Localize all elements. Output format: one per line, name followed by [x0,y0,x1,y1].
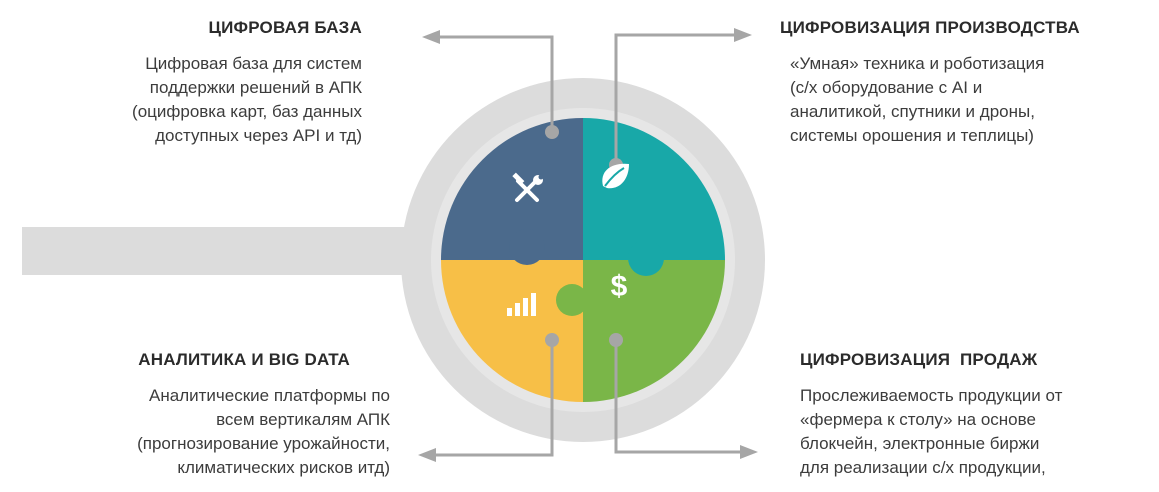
description-line: (прогнозирование урожайности, [137,434,390,453]
description-line: климатических рисков итд) [177,458,390,477]
section-title: ЦИФРОВИЗАЦИЯ ПРОДАЖ [800,350,1038,369]
description-line: Цифровая база для систем [145,54,362,73]
section-title: ЦИФРОВИЗАЦИЯ ПРОИЗВОДСТВА [780,18,1080,37]
leaf-icon [602,163,629,189]
description-line: для реализации с/х продукции, [800,458,1046,477]
quadrant-bottom-right [583,260,725,402]
description-line: (оцифровка карт, баз данных [132,102,362,121]
description-line: поддержки решений в АПК [149,78,362,97]
description-line: «Умная» техника и роботизация [790,54,1045,73]
puzzle-knob-right [628,240,664,276]
description-line: системы орошения и теплицы) [790,126,1034,145]
connector-bottom-left [418,333,559,462]
quadrant-top-left [441,118,583,260]
dollar-icon: $ [611,270,628,303]
description-line: блокчейн, электронные биржи [800,434,1040,453]
section-title: ЦИФРОВАЯ БАЗА [208,18,362,37]
puzzle-knob-top-left [509,229,545,265]
section-sales: ЦИФРОВИЗАЦИЯ ПРОДАЖ Прослеживаемость про… [800,350,1155,480]
description-line: Аналитические платформы по [149,386,390,405]
connector-bottom-right [609,333,758,459]
section-title: АНАЛИТИКА И BIG DATA [138,350,350,369]
description-line: Прослеживаемость продукции от [800,386,1063,405]
quadrant-top-right [583,118,725,260]
bar-chart-icon [507,293,536,316]
description-line: всем вертикалям АПК [216,410,390,429]
section-description: Аналитические платформы по всем вертикал… [8,384,390,480]
section-analytics: АНАЛИТИКА И BIG DATA Аналитические платф… [8,350,390,480]
puzzle-knob-center [556,284,588,316]
section-production: ЦИФРОВИЗАЦИЯ ПРОИЗВОДСТВА «Умная» техник… [780,18,1150,148]
section-description: Прослеживаемость продукции от «фермера к… [800,384,1155,480]
description-line: «фермера к столу» на основе [800,410,1036,429]
connector-top-left [422,30,559,139]
description-line: доступных через API и тд) [155,126,362,145]
tools-icon [512,172,544,202]
section-description: Цифровая база для систем поддержки решен… [62,52,362,148]
quadrant-bottom-left [441,260,583,402]
section-description: «Умная» техника и роботизация (с/х обору… [780,52,1150,148]
description-line: аналитикой, спутники и дроны, [790,102,1035,121]
description-line: (с/х оборудование с AI и [790,78,983,97]
section-digital-base: ЦИФРОВАЯ БАЗА Цифровая база для систем п… [62,18,362,148]
magnifier-handle [22,227,414,275]
